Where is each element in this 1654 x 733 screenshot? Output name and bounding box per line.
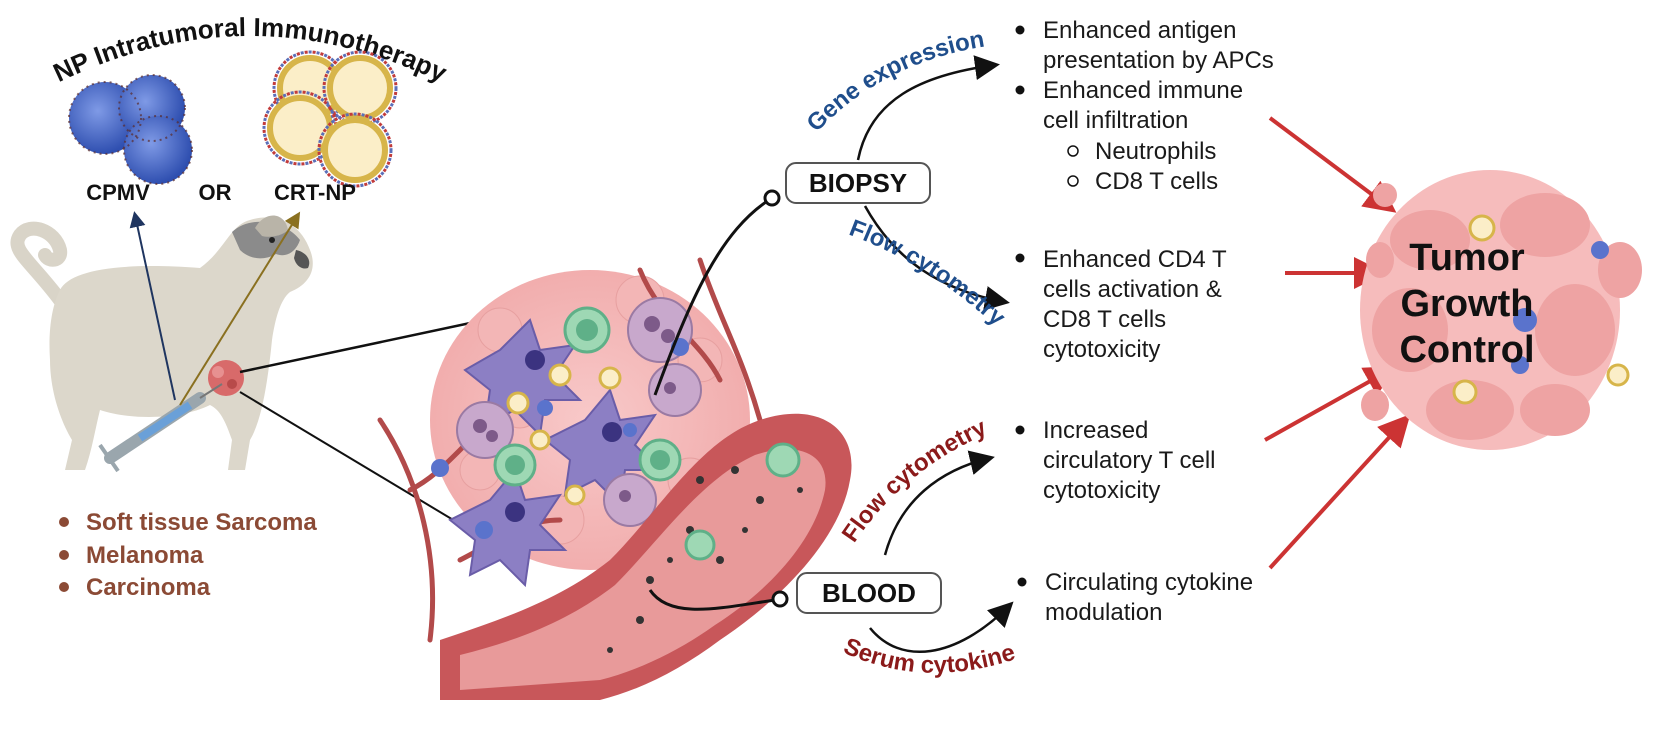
flow-cytometry-biopsy-arrow xyxy=(863,205,1010,311)
finding-line: cytotoxicity xyxy=(1043,477,1160,504)
flow-cytometry-biopsy-label: Flow cytometry xyxy=(846,215,1011,332)
tumor-type-item: Melanoma xyxy=(86,542,204,569)
outcome-arrow-1 xyxy=(1268,116,1397,213)
blood-connector-node xyxy=(771,590,789,608)
blood-box xyxy=(796,572,942,614)
blood-vessel-illustration xyxy=(440,413,852,700)
biopsy-connector-node xyxy=(763,189,781,207)
finding-line: Enhanced immune xyxy=(1043,77,1243,104)
crt-np-arrow xyxy=(179,211,301,406)
finding-line: Increased xyxy=(1043,417,1148,444)
tumor-type-item: Soft tissue Sarcoma xyxy=(86,509,317,536)
gene-expression-findings: Enhanced antigen presentation by APCs En… xyxy=(1015,17,1274,195)
finding-line: Enhanced antigen xyxy=(1043,17,1237,44)
serum-cytokine-findings: Circulating cytokine modulation xyxy=(1017,569,1253,626)
finding-line: modulation xyxy=(1045,599,1162,626)
zoom-line-bottom xyxy=(239,391,471,531)
gene-expression-label: Gene expression xyxy=(801,26,986,137)
tumor-type-item: Carcinoma xyxy=(86,574,211,601)
finding-line: CD8 T cells xyxy=(1043,306,1166,333)
outcome-arrow-4 xyxy=(1268,414,1411,570)
blood-label: BLOOD xyxy=(822,578,916,608)
flow-cytometry-blood-arrow xyxy=(883,450,995,556)
finding-line: cytotoxicity xyxy=(1043,336,1160,363)
flow-cytometry-biopsy-findings: Enhanced CD4 T cells activation & CD8 T … xyxy=(1015,246,1227,363)
biopsy-box xyxy=(785,162,931,204)
or-label: OR xyxy=(199,180,232,205)
outcome-arrows xyxy=(1264,116,1411,570)
crt-np-label: CRT-NP xyxy=(274,180,356,205)
serum-cytokine-arrow xyxy=(869,601,1014,654)
finding-line: presentation by APCs xyxy=(1043,47,1274,74)
gene-expression-arrow xyxy=(856,55,1000,161)
dog-illustration xyxy=(10,215,313,470)
flow-cytometry-blood-findings: Increased circulatory T cell cytotoxicit… xyxy=(1015,417,1216,504)
outcome-arrow-3 xyxy=(1264,366,1397,442)
outcome-line: Growth xyxy=(1401,283,1534,325)
serum-cytokine-label: Serum cytokine xyxy=(840,633,1018,679)
crt-nanoparticle-icon xyxy=(262,50,398,188)
zoom-line-top xyxy=(239,320,476,374)
outcome-line: Control xyxy=(1399,329,1534,371)
diagram-title: NP Intratumoral Immunotherapy xyxy=(49,12,452,88)
finding-line: Circulating cytokine xyxy=(1045,569,1253,596)
finding-line: cells activation & xyxy=(1043,276,1222,303)
flow-cytometry-blood-label: Flow cytometry xyxy=(837,414,991,547)
outcome-line: Tumor xyxy=(1409,237,1525,279)
cpmv-nanoparticle-icon xyxy=(68,74,193,185)
blood-connector-line xyxy=(648,589,776,611)
cpmv-arrow xyxy=(129,211,176,401)
tumor-mass-illustration xyxy=(1360,170,1642,450)
finding-subitem: Neutrophils xyxy=(1095,138,1216,165)
biopsy-connector-line xyxy=(653,196,773,396)
finding-line: cell infiltration xyxy=(1043,107,1188,134)
finding-line: Enhanced CD4 T xyxy=(1043,246,1227,273)
finding-subitem: CD8 T cells xyxy=(1095,168,1218,195)
syringe-icon xyxy=(98,383,223,473)
cpmv-label: CPMV xyxy=(86,180,150,205)
finding-line: circulatory T cell xyxy=(1043,447,1216,474)
biopsy-label: BIOPSY xyxy=(809,168,907,198)
tumor-types-list: Soft tissue Sarcoma Melanoma Carcinoma xyxy=(59,509,317,601)
